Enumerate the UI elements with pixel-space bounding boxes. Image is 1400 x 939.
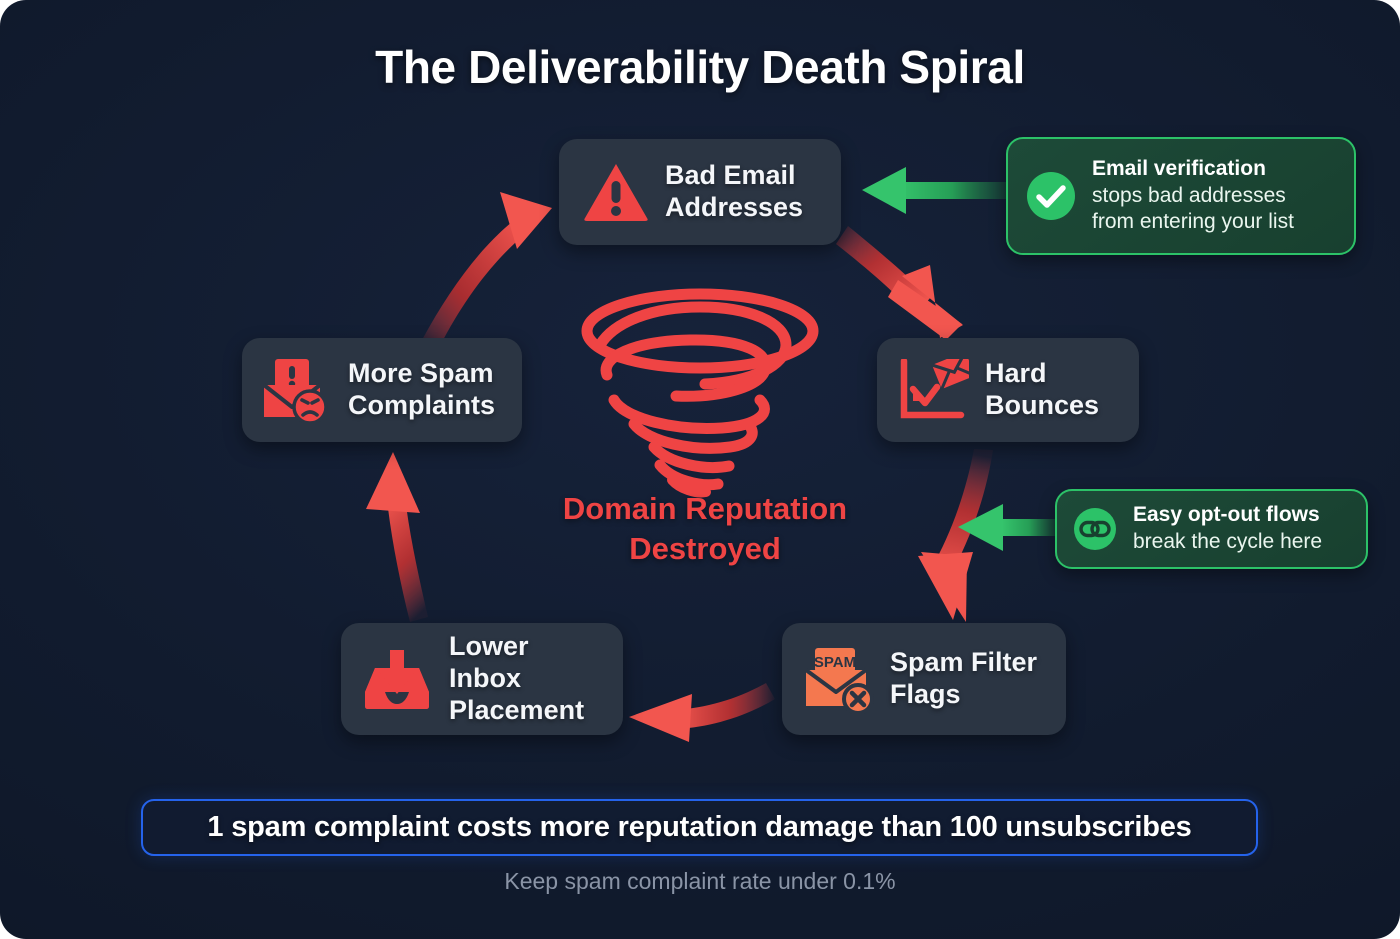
spam-envelope-x-icon: SPAM: [804, 648, 874, 714]
arrow-optout-to-cycle: [958, 504, 1056, 551]
node-label: Hard Bounces: [985, 358, 1100, 420]
key-stat-banner: 1 spam complaint costs more reputation d…: [141, 799, 1258, 856]
node-spam-filter-flags[interactable]: SPAM Spam Filter Flags: [782, 623, 1066, 735]
envelope-alert-angry-face-icon: [262, 359, 328, 423]
node-label: Bad Email Addresses: [665, 160, 804, 222]
footer-note: Keep spam complaint rate under 0.1%: [504, 868, 896, 894]
callout-text: Email verification stops bad addresses f…: [1092, 156, 1294, 236]
callout-line: stops bad addresses: [1092, 183, 1286, 207]
callout-text: Easy opt-out flows break the cycle here: [1133, 502, 1322, 555]
node-label: Spam Filter Flags: [890, 647, 1038, 709]
check-circle-icon: [1027, 172, 1075, 220]
node-bad-email-addresses[interactable]: Bad Email Addresses: [559, 139, 841, 245]
warning-triangle-icon: [584, 164, 648, 221]
node-hard-bounces[interactable]: Hard Bounces: [877, 338, 1139, 442]
node-more-spam-complaints[interactable]: More Spam Complaints: [242, 338, 522, 442]
arrow-bad-email-to-bounces: [836, 226, 963, 340]
arrow-inbox-to-complaints: [366, 452, 428, 622]
node-label: Lower Inbox Placement: [449, 631, 585, 725]
callout-easy-opt-out[interactable]: Easy opt-out flows break the cycle here: [1055, 489, 1368, 569]
node-label: More Spam Complaints: [348, 358, 496, 420]
callout-strong-line: Easy opt-out flows: [1133, 503, 1320, 527]
node-lower-inbox-placement[interactable]: Lower Inbox Placement: [341, 623, 623, 735]
inbox-download-icon: [365, 650, 429, 709]
callout-line: break the cycle here: [1133, 530, 1323, 553]
link-chain-icon: [1074, 508, 1116, 550]
banner-text: 1 spam complaint costs more reputation d…: [207, 811, 1192, 843]
page-title: The Deliverability Death Spiral: [375, 41, 1025, 93]
center-label: Domain Reputation Destroyed: [562, 491, 848, 566]
arrow-verification-to-bad-email: [862, 167, 1006, 214]
arrow-complaints-to-bad-email: [422, 192, 552, 346]
declining-chart-envelope-icon: [900, 359, 969, 419]
spam-icon-text: SPAM: [814, 654, 856, 671]
callout-line: from entering your list: [1092, 210, 1294, 234]
callout-strong-line: Email verification: [1092, 157, 1266, 181]
callout-email-verification[interactable]: Email verification stops bad addresses f…: [1006, 137, 1356, 255]
arrow-spam-filter-to-inbox: [629, 683, 775, 742]
